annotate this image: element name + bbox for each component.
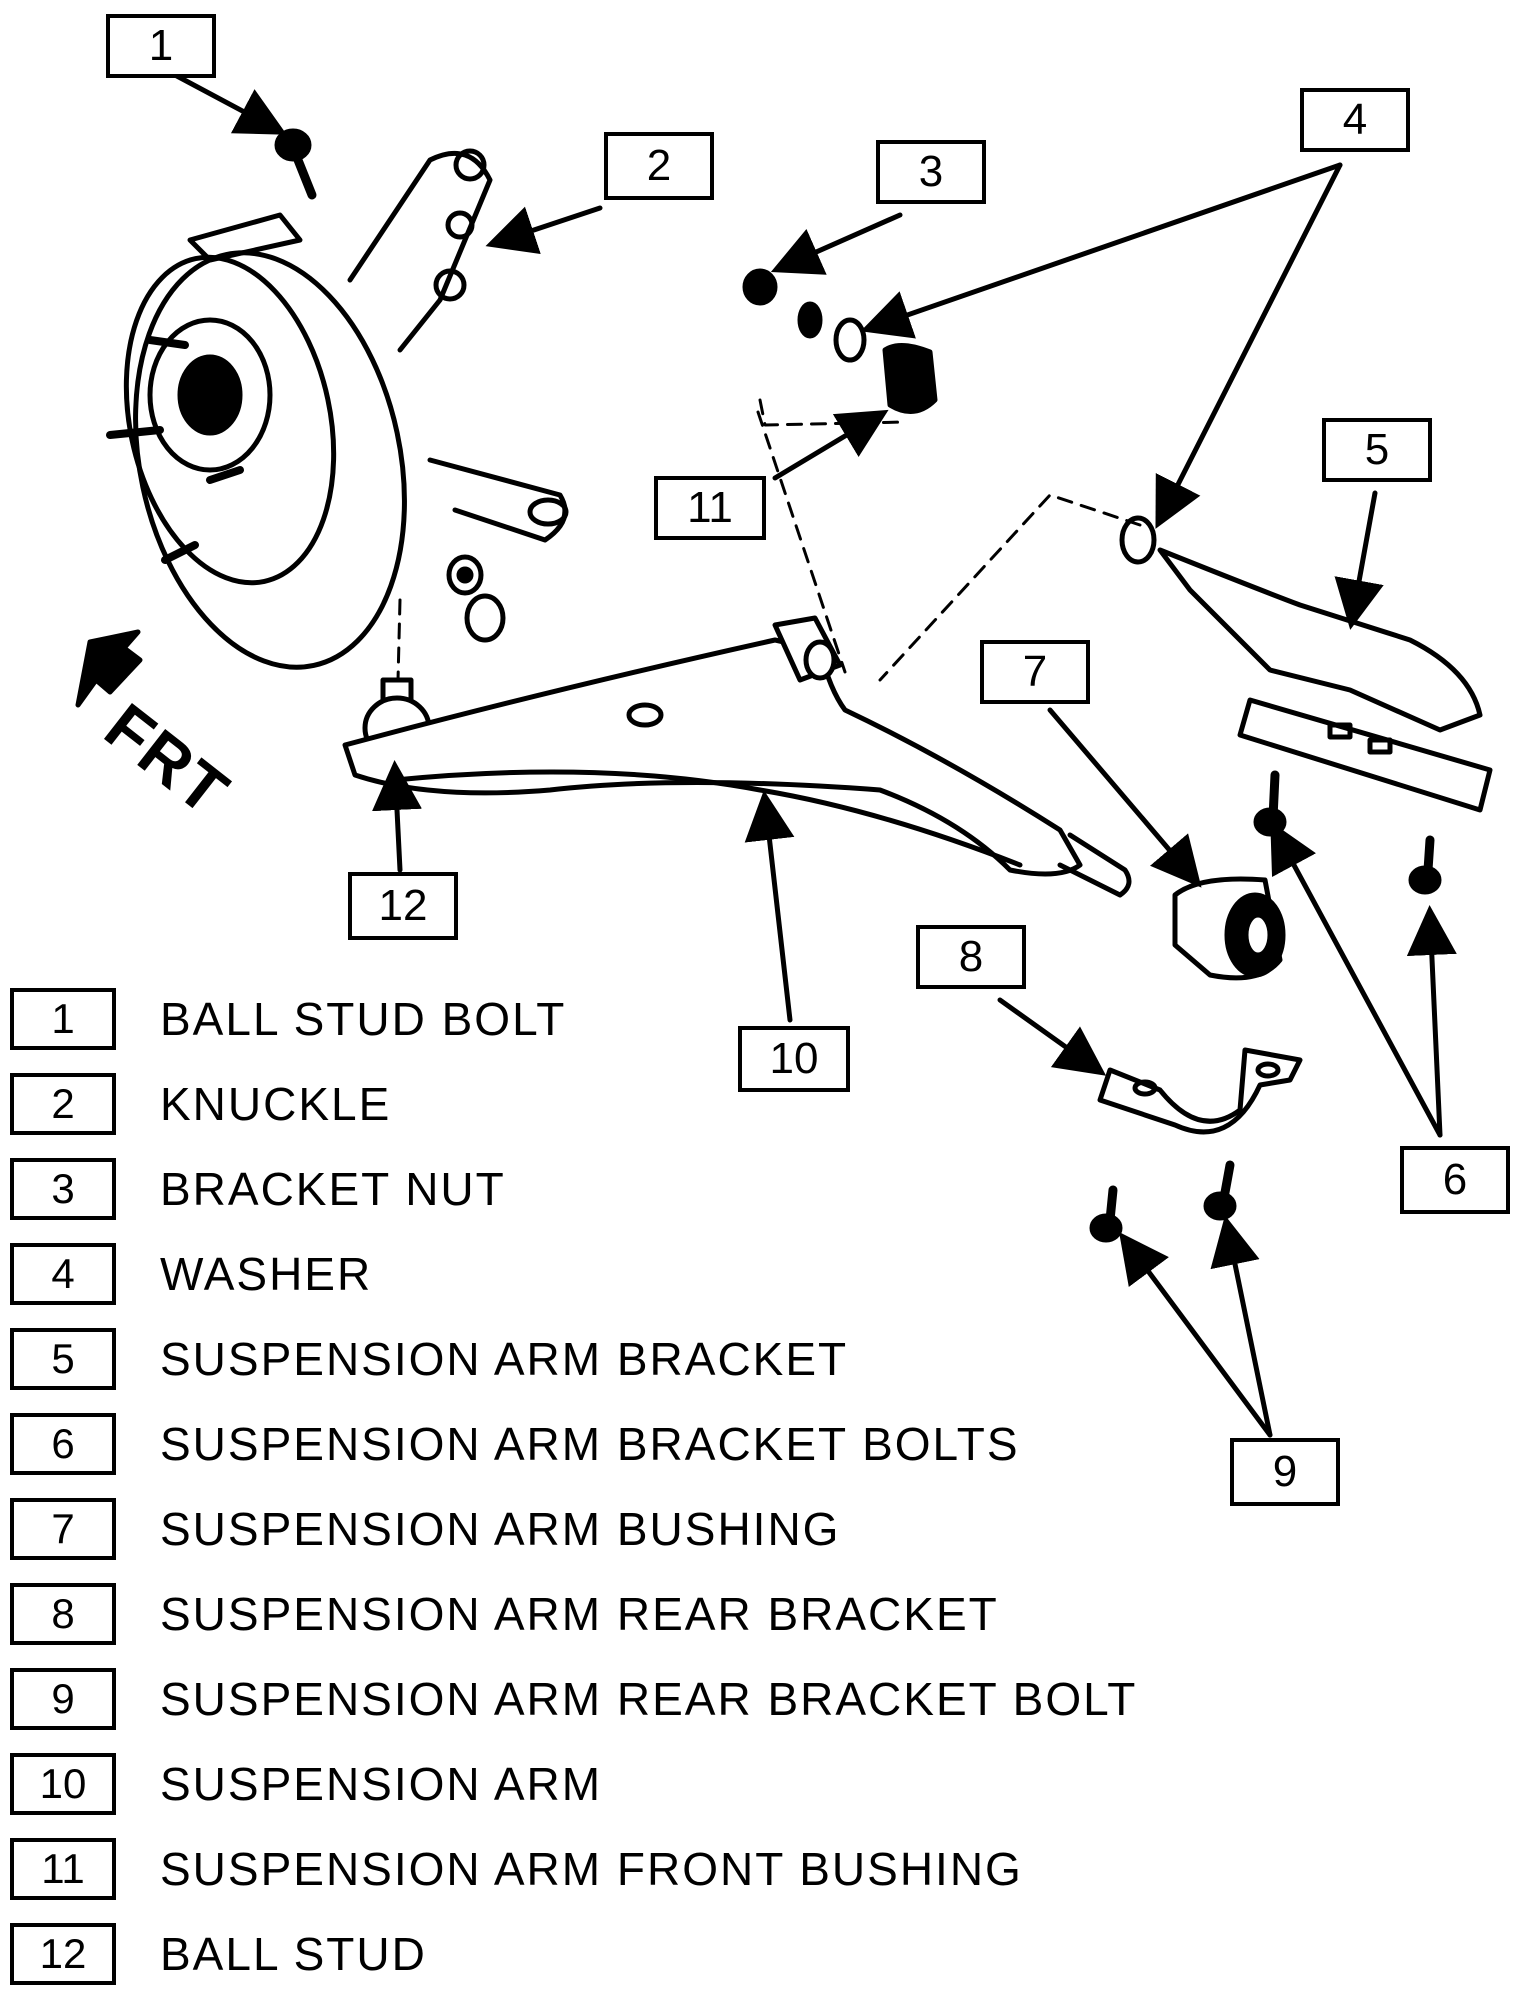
callout-1: 1 bbox=[106, 14, 216, 78]
callout-6: 6 bbox=[1400, 1146, 1510, 1214]
front-direction-arrow bbox=[75, 629, 143, 708]
callout-7: 7 bbox=[980, 640, 1090, 704]
legend-label: SUSPENSION ARM FRONT BUSHING bbox=[160, 1843, 1023, 1895]
front-bushing-hardware bbox=[742, 268, 1157, 565]
legend-label: SUSPENSION ARM bbox=[160, 1758, 603, 1810]
legend-row: 10 SUSPENSION ARM bbox=[10, 1749, 602, 1819]
legend-row: 2 KNUCKLE bbox=[10, 1069, 391, 1139]
legend-row: 1 BALL STUD BOLT bbox=[10, 984, 566, 1054]
bracket-bolts-part bbox=[1253, 770, 1442, 895]
legend-row: 4 WASHER bbox=[10, 1239, 372, 1309]
suspension-arm-bushing-part bbox=[1172, 876, 1286, 981]
legend-number: 2 bbox=[10, 1073, 116, 1135]
legend-row: 8 SUSPENSION ARM REAR BRACKET bbox=[10, 1579, 999, 1649]
legend-row: 5 SUSPENSION ARM BRACKET bbox=[10, 1324, 848, 1394]
legend-row: 12 BALL STUD bbox=[10, 1919, 427, 1989]
callout-3: 3 bbox=[876, 140, 986, 204]
legend-number: 5 bbox=[10, 1328, 116, 1390]
callout-10: 10 bbox=[738, 1026, 850, 1092]
callout-4: 4 bbox=[1300, 88, 1410, 152]
leader-arrows bbox=[172, 72, 1457, 1438]
legend-label: BRACKET NUT bbox=[160, 1163, 506, 1215]
legend-row: 7 SUSPENSION ARM BUSHING bbox=[10, 1494, 840, 1564]
legend-label: SUSPENSION ARM BRACKET bbox=[160, 1333, 849, 1385]
legend-number: 10 bbox=[10, 1753, 116, 1815]
legend-number: 9 bbox=[10, 1668, 116, 1730]
suspension-arm-bracket-part bbox=[1157, 547, 1493, 813]
callout-12: 12 bbox=[348, 872, 458, 940]
rear-bracket-part bbox=[1097, 1047, 1303, 1135]
legend-number: 1 bbox=[10, 988, 116, 1050]
legend-number: 12 bbox=[10, 1923, 116, 1985]
legend-label: BALL STUD bbox=[160, 1928, 427, 1980]
legend-number: 6 bbox=[10, 1413, 116, 1475]
callout-9: 9 bbox=[1230, 1438, 1340, 1506]
ball-stud-bolt-part bbox=[274, 128, 317, 200]
legend-label: SUSPENSION ARM REAR BRACKET BOLT bbox=[160, 1673, 1138, 1725]
legend-label: SUSPENSION ARM BRACKET BOLTS bbox=[160, 1418, 1020, 1470]
callout-11: 11 bbox=[654, 476, 766, 540]
legend-label: SUSPENSION ARM BUSHING bbox=[160, 1503, 841, 1555]
legend-row: 3 BRACKET NUT bbox=[10, 1154, 506, 1224]
legend-row: 11 SUSPENSION ARM FRONT BUSHING bbox=[10, 1834, 1023, 1904]
legend-row: 6 SUSPENSION ARM BRACKET BOLTS bbox=[10, 1409, 1020, 1479]
legend-number: 4 bbox=[10, 1243, 116, 1305]
legend-label: KNUCKLE bbox=[160, 1078, 392, 1130]
rear-bracket-bolts-part bbox=[1089, 1160, 1237, 1243]
legend-label: WASHER bbox=[160, 1248, 373, 1300]
callout-5: 5 bbox=[1322, 418, 1432, 482]
suspension-arm-part bbox=[342, 615, 1132, 898]
legend-row: 9 SUSPENSION ARM REAR BRACKET BOLT bbox=[10, 1664, 1137, 1734]
legend-label: BALL STUD BOLT bbox=[160, 993, 567, 1045]
legend-number: 7 bbox=[10, 1498, 116, 1560]
legend-label: SUSPENSION ARM REAR BRACKET bbox=[160, 1588, 999, 1640]
legend-number: 8 bbox=[10, 1583, 116, 1645]
legend-number: 3 bbox=[10, 1158, 116, 1220]
callout-8: 8 bbox=[916, 925, 1026, 989]
knuckle-hub-assembly bbox=[106, 148, 569, 682]
callout-2: 2 bbox=[604, 132, 714, 200]
legend-number: 11 bbox=[10, 1838, 116, 1900]
